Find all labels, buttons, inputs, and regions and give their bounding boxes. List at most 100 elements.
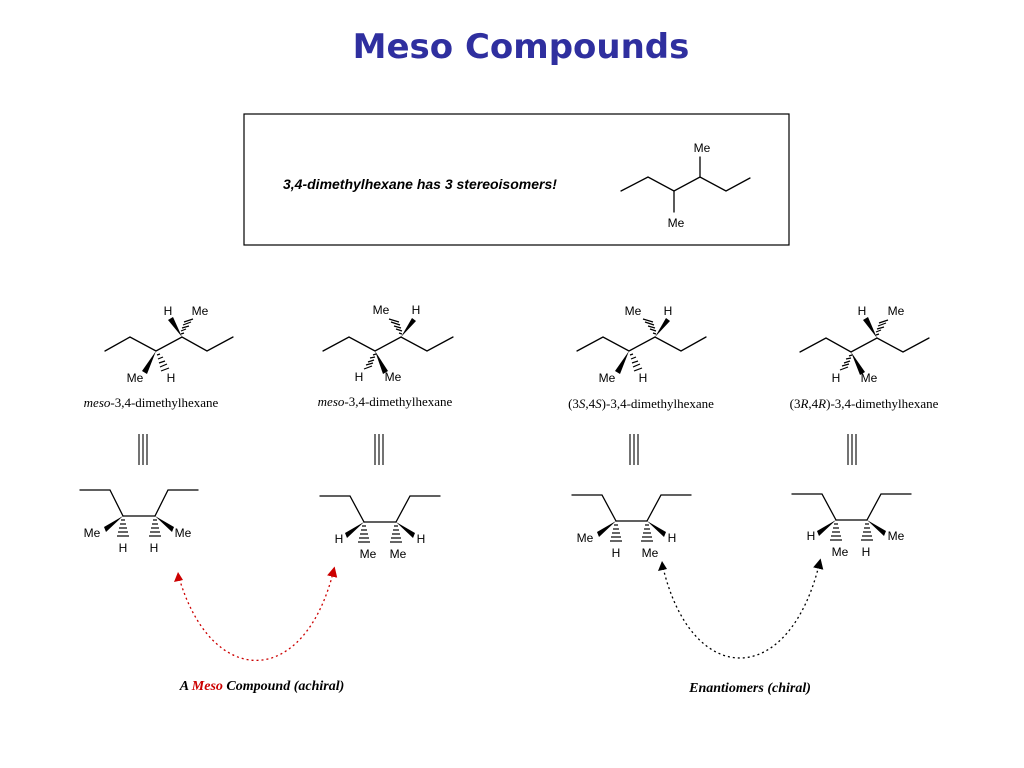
wedge-bottom-right (851, 352, 865, 375)
bottom-left-label: Me (127, 371, 144, 385)
structure-3: Me H Me H (3S,4S)-3,4-dimethylhexane (568, 304, 714, 560)
meso-caption-rest: Compound (achiral) (223, 679, 344, 694)
name-open: (3 (790, 396, 801, 411)
summary-box: 3,4-dimethylhexane has 3 stereoisomers! … (243, 113, 790, 246)
hash-left (117, 519, 129, 537)
name-close: )-3,4-dimethylhexane (602, 396, 714, 411)
hash-left (358, 525, 370, 543)
wedge-left (104, 516, 123, 532)
meso-caption-a: A (179, 679, 192, 694)
wedge-top-right (655, 318, 670, 337)
bottom-right-label: Me (861, 371, 878, 385)
structure-2: Me H H Me meso-3,4-dimethylhexane (318, 303, 454, 561)
name-prefix: meso (84, 395, 111, 410)
bottom-right-label: H (167, 371, 176, 385)
chain (322, 336, 454, 352)
summary-box-frame (243, 113, 790, 246)
left-h-label: H (612, 546, 621, 560)
left-h-label: H (119, 541, 128, 555)
left-sub-label: Me (577, 531, 594, 545)
left-h-label: Me (832, 545, 849, 559)
meso-arrow-guide (178, 574, 256, 664)
equivalence-mark (847, 434, 857, 465)
wedge-right (396, 522, 415, 538)
right-sub-label: H (668, 531, 677, 545)
bottom-right-label: Me (385, 370, 402, 384)
wedge-bottom-left (142, 351, 156, 374)
enantiomers-caption: Enantiomers (chiral) (688, 681, 811, 696)
name-open: (3 (568, 396, 579, 411)
bottom-left-label: Me (599, 371, 616, 385)
hash-top-left (388, 318, 403, 335)
wedge-top-left (863, 317, 877, 338)
meso-relationship-arrow-right (177, 566, 338, 661)
hash-top-left (642, 318, 657, 335)
chain (104, 336, 234, 352)
projection-1: Me H H Me (79, 489, 199, 555)
hash-bottom-right (156, 353, 170, 372)
top-left-label: H (858, 304, 867, 318)
wedge-right (647, 521, 666, 537)
structure-1: H Me Me H meso-3,4-dimethylhexane (79, 304, 234, 555)
meso-caption-word: Meso (191, 679, 223, 694)
wedge-left (597, 521, 616, 537)
meso-arrow-head-left (174, 572, 183, 582)
top-right-label: Me (192, 304, 209, 318)
wedge-left (817, 520, 836, 536)
right-arm (646, 494, 692, 522)
descriptor-1: S (579, 396, 586, 411)
hash-left (830, 523, 842, 541)
meso-caption: A Meso Compound (achiral) (179, 679, 345, 694)
projection-3: Me H Me H (571, 494, 692, 560)
right-h-label: H (862, 545, 871, 559)
top-left-label: H (164, 304, 173, 318)
projection-2: H Me Me H (319, 495, 441, 561)
chain (799, 337, 930, 353)
right-sub-label: H (417, 532, 426, 546)
compound-name: meso-3,4-dimethylhexane (318, 394, 453, 409)
hash-top-right (180, 318, 194, 335)
right-h-label: Me (390, 547, 407, 561)
wedge-top-right (401, 318, 416, 337)
right-h-label: H (150, 541, 159, 555)
projection-4: H Me H Me (791, 493, 912, 559)
left-arm (319, 495, 365, 523)
left-sub-label: H (807, 529, 816, 543)
name-mid: ,4 (585, 396, 595, 411)
left-sub-label: Me (84, 526, 101, 540)
structure-4: H Me H Me (3R,4R)-3,4-dimethylhexane (790, 304, 939, 559)
hash-right (861, 523, 873, 541)
name-mid: ,4 (808, 396, 818, 411)
left-h-label: Me (360, 547, 377, 561)
hash-bottom-left (839, 354, 853, 371)
hash-right (149, 519, 161, 537)
top-left-label: Me (625, 304, 642, 318)
hash-bottom-right (629, 353, 643, 372)
hash-bottom-left (363, 353, 377, 370)
hexane-chain (620, 176, 751, 192)
equivalence-mark (138, 434, 148, 465)
bottom-left-label: H (832, 371, 841, 385)
name-prefix: meso (318, 394, 345, 409)
chain (576, 336, 707, 352)
hash-right (641, 524, 653, 542)
wedge-bottom-left (615, 351, 629, 374)
wedge-right (155, 516, 174, 532)
wedge-left (345, 522, 364, 538)
hash-top-right (875, 319, 889, 336)
equivalence-mark (374, 434, 384, 465)
name-suffix: -3,4-dimethylhexane (110, 395, 218, 410)
enantiomer-relationship-arrow (661, 558, 824, 659)
bottom-left-label: H (355, 370, 364, 384)
right-arm (395, 495, 441, 523)
right-sub-label: Me (888, 529, 905, 543)
name-suffix: -3,4-dimethylhexane (344, 394, 452, 409)
compound-name: meso-3,4-dimethylhexane (84, 395, 219, 410)
me-label-bottom: Me (668, 216, 685, 230)
enantiomer-arrow-head-left (658, 561, 667, 571)
wedge-bottom-right (375, 351, 388, 374)
right-arm (866, 493, 912, 521)
hash-right (390, 525, 402, 543)
descriptor-2: R (817, 396, 826, 411)
